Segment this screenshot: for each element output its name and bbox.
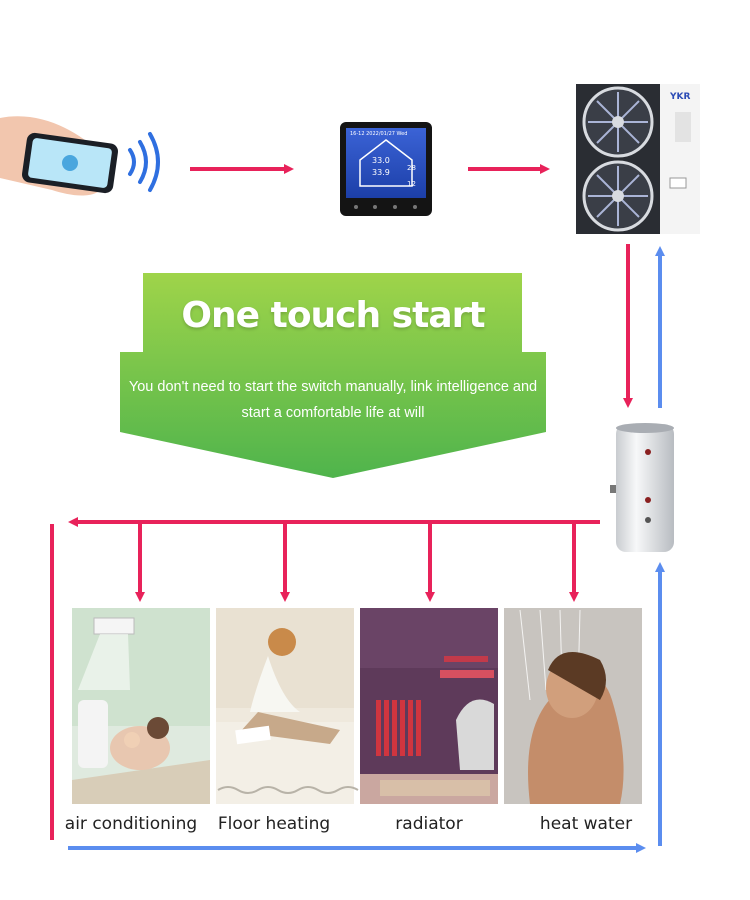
controller-date: 16-12 2022/01/27 Wed bbox=[350, 131, 408, 137]
phone-hand-illustration bbox=[0, 116, 118, 196]
banner-subtitle-line-1: You don't need to start the switch manua… bbox=[128, 379, 538, 395]
heat-pump-unit bbox=[576, 84, 700, 234]
controller-temp-1: 33.0 bbox=[372, 156, 390, 165]
label-heat-water: heat water bbox=[539, 814, 633, 834]
label-air-conditioning: air conditioning bbox=[64, 814, 198, 834]
thermostat-controller bbox=[340, 122, 432, 216]
photo-floor-heating bbox=[216, 608, 359, 804]
banner-subtitle: You don't need to start the switch manua… bbox=[120, 374, 546, 426]
controller-temp-2: 33.9 bbox=[372, 168, 390, 177]
photo-radiator bbox=[360, 608, 498, 804]
heat-pump-brand-logo: YKR bbox=[670, 92, 691, 102]
label-radiator: radiator bbox=[395, 814, 463, 834]
water-tank bbox=[610, 423, 674, 552]
photo-heat-water bbox=[504, 608, 642, 804]
promo-banner bbox=[120, 273, 546, 478]
banner-title: One touch start bbox=[181, 295, 485, 336]
controller-temp-3: 28 bbox=[407, 164, 416, 172]
photo-air-conditioning bbox=[72, 608, 210, 804]
wifi-signal-icon bbox=[128, 132, 160, 192]
label-floor-heating: Floor heating bbox=[217, 814, 331, 834]
controller-temp-4: 12 bbox=[407, 180, 416, 188]
banner-subtitle-line-2: start a comfortable life at will bbox=[241, 405, 425, 421]
